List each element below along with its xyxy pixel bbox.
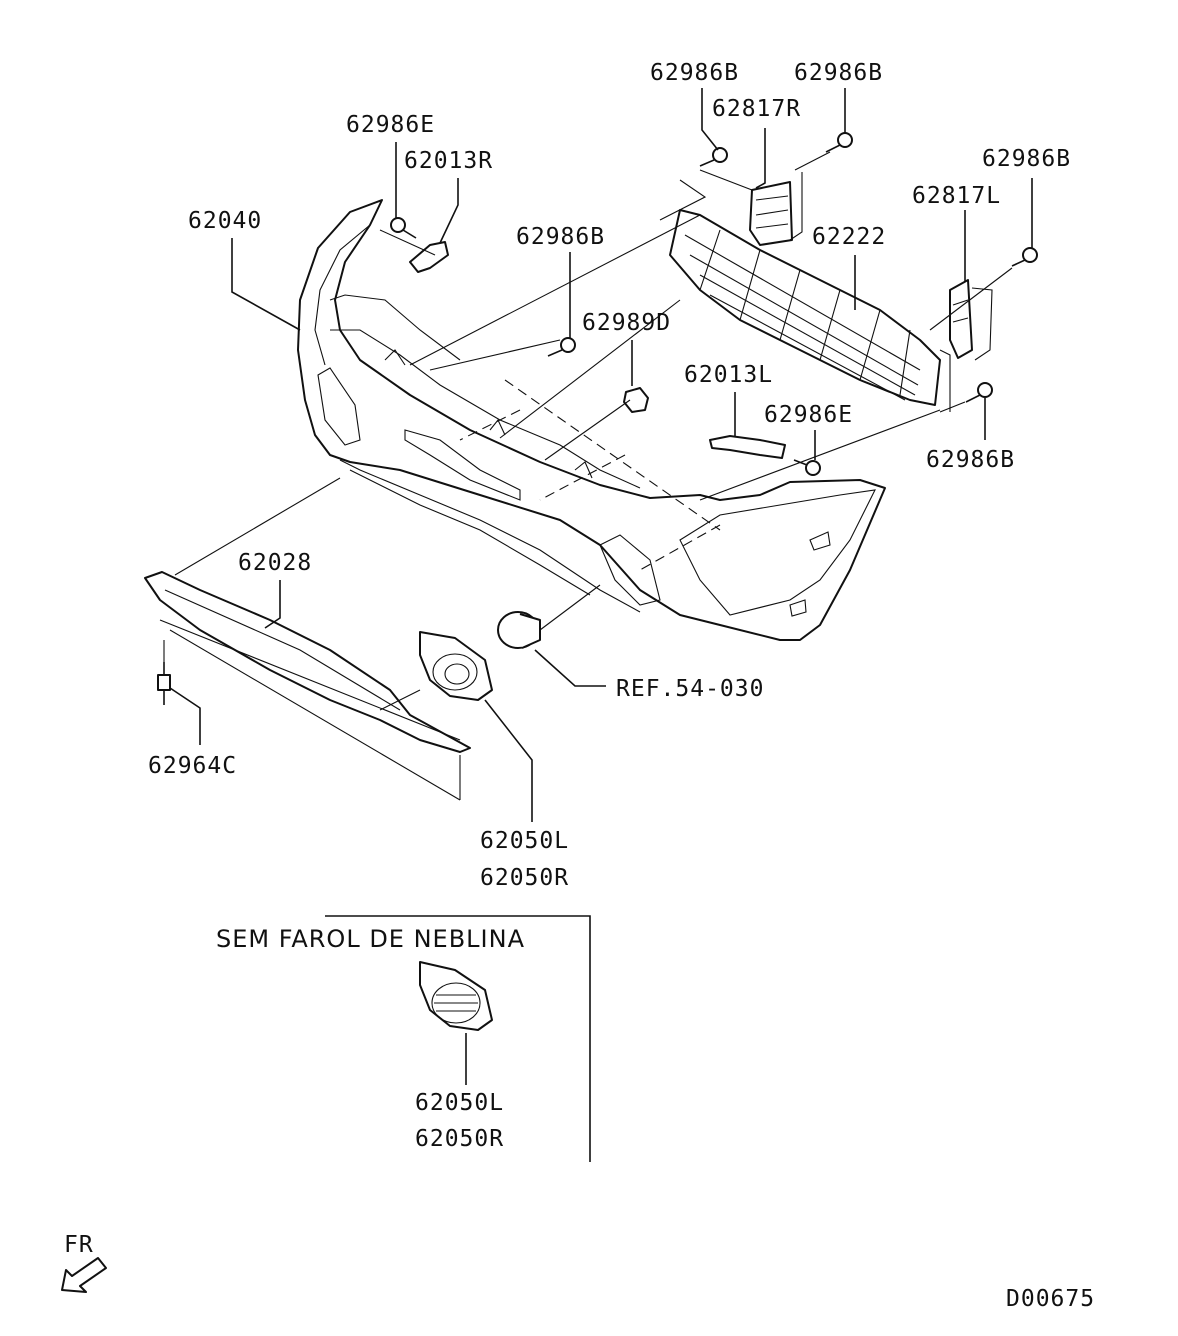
label-62028: 62028 <box>238 550 312 576</box>
label-62964C: 62964C <box>148 753 237 779</box>
label-62986B-3: 62986B <box>982 146 1071 172</box>
side-support-62013R <box>409 241 449 273</box>
screw-62986B-3 <box>1011 247 1038 267</box>
bracket-62817L <box>949 279 973 359</box>
label-62040: 62040 <box>188 208 262 234</box>
label-62986B-2: 62986B <box>794 60 883 86</box>
inset-title: SEM FAROL DE NEBLINA <box>216 925 525 953</box>
label-62989D: 62989D <box>582 310 671 336</box>
label-ref-54-030: REF.54-030 <box>616 676 764 702</box>
screw-62986B-2 <box>825 132 853 153</box>
part-labels: 62986B 62986B 62817R 62986E 62013R 62986… <box>148 60 1071 891</box>
fog-lamp-bezel-62050 <box>419 631 493 701</box>
label-62986B-5: 62986B <box>926 447 1015 473</box>
label-62986B-1: 62986B <box>650 60 739 86</box>
label-62986E-2: 62986E <box>764 402 853 428</box>
label-62050R: 62050R <box>480 865 569 891</box>
label-62013L: 62013L <box>684 362 773 388</box>
blank-bezel-62050 <box>419 961 493 1031</box>
label-62986B-4: 62986B <box>516 224 605 250</box>
clip-62964C <box>157 662 171 705</box>
fog-lamp-ref <box>497 611 541 649</box>
screw-62986B-5 <box>965 382 993 403</box>
grille-62222 <box>669 209 941 406</box>
cap-62989D <box>623 387 649 413</box>
front-arrow-icon <box>61 1257 107 1293</box>
screw-62986E-2 <box>793 459 821 476</box>
leader-lines <box>169 88 1033 1085</box>
label-62222: 62222 <box>812 224 886 250</box>
front-direction-indicator: FR <box>61 1232 107 1293</box>
inset-label-62050R: 62050R <box>415 1126 504 1152</box>
inset-no-fog-lamp: SEM FAROL DE NEBLINA 62050L 62050R <box>216 915 591 1162</box>
screw-62986E-1 <box>390 217 417 239</box>
bumper-cover-62040 <box>297 199 886 641</box>
label-62986E-1: 62986E <box>346 112 435 138</box>
screw-62986B-4 <box>547 337 576 357</box>
side-support-62013L <box>709 435 786 459</box>
diagram-code: D00675 <box>1006 1286 1095 1312</box>
label-62013R: 62013R <box>404 148 493 174</box>
label-62817L: 62817L <box>912 183 1001 209</box>
label-62817R: 62817R <box>712 96 801 122</box>
front-label: FR <box>64 1232 94 1258</box>
bracket-62817R <box>749 181 793 246</box>
label-62050L: 62050L <box>480 828 569 854</box>
screw-62986B-1 <box>699 147 728 167</box>
inset-label-62050L: 62050L <box>415 1090 504 1116</box>
assembly-lines <box>159 151 1013 801</box>
